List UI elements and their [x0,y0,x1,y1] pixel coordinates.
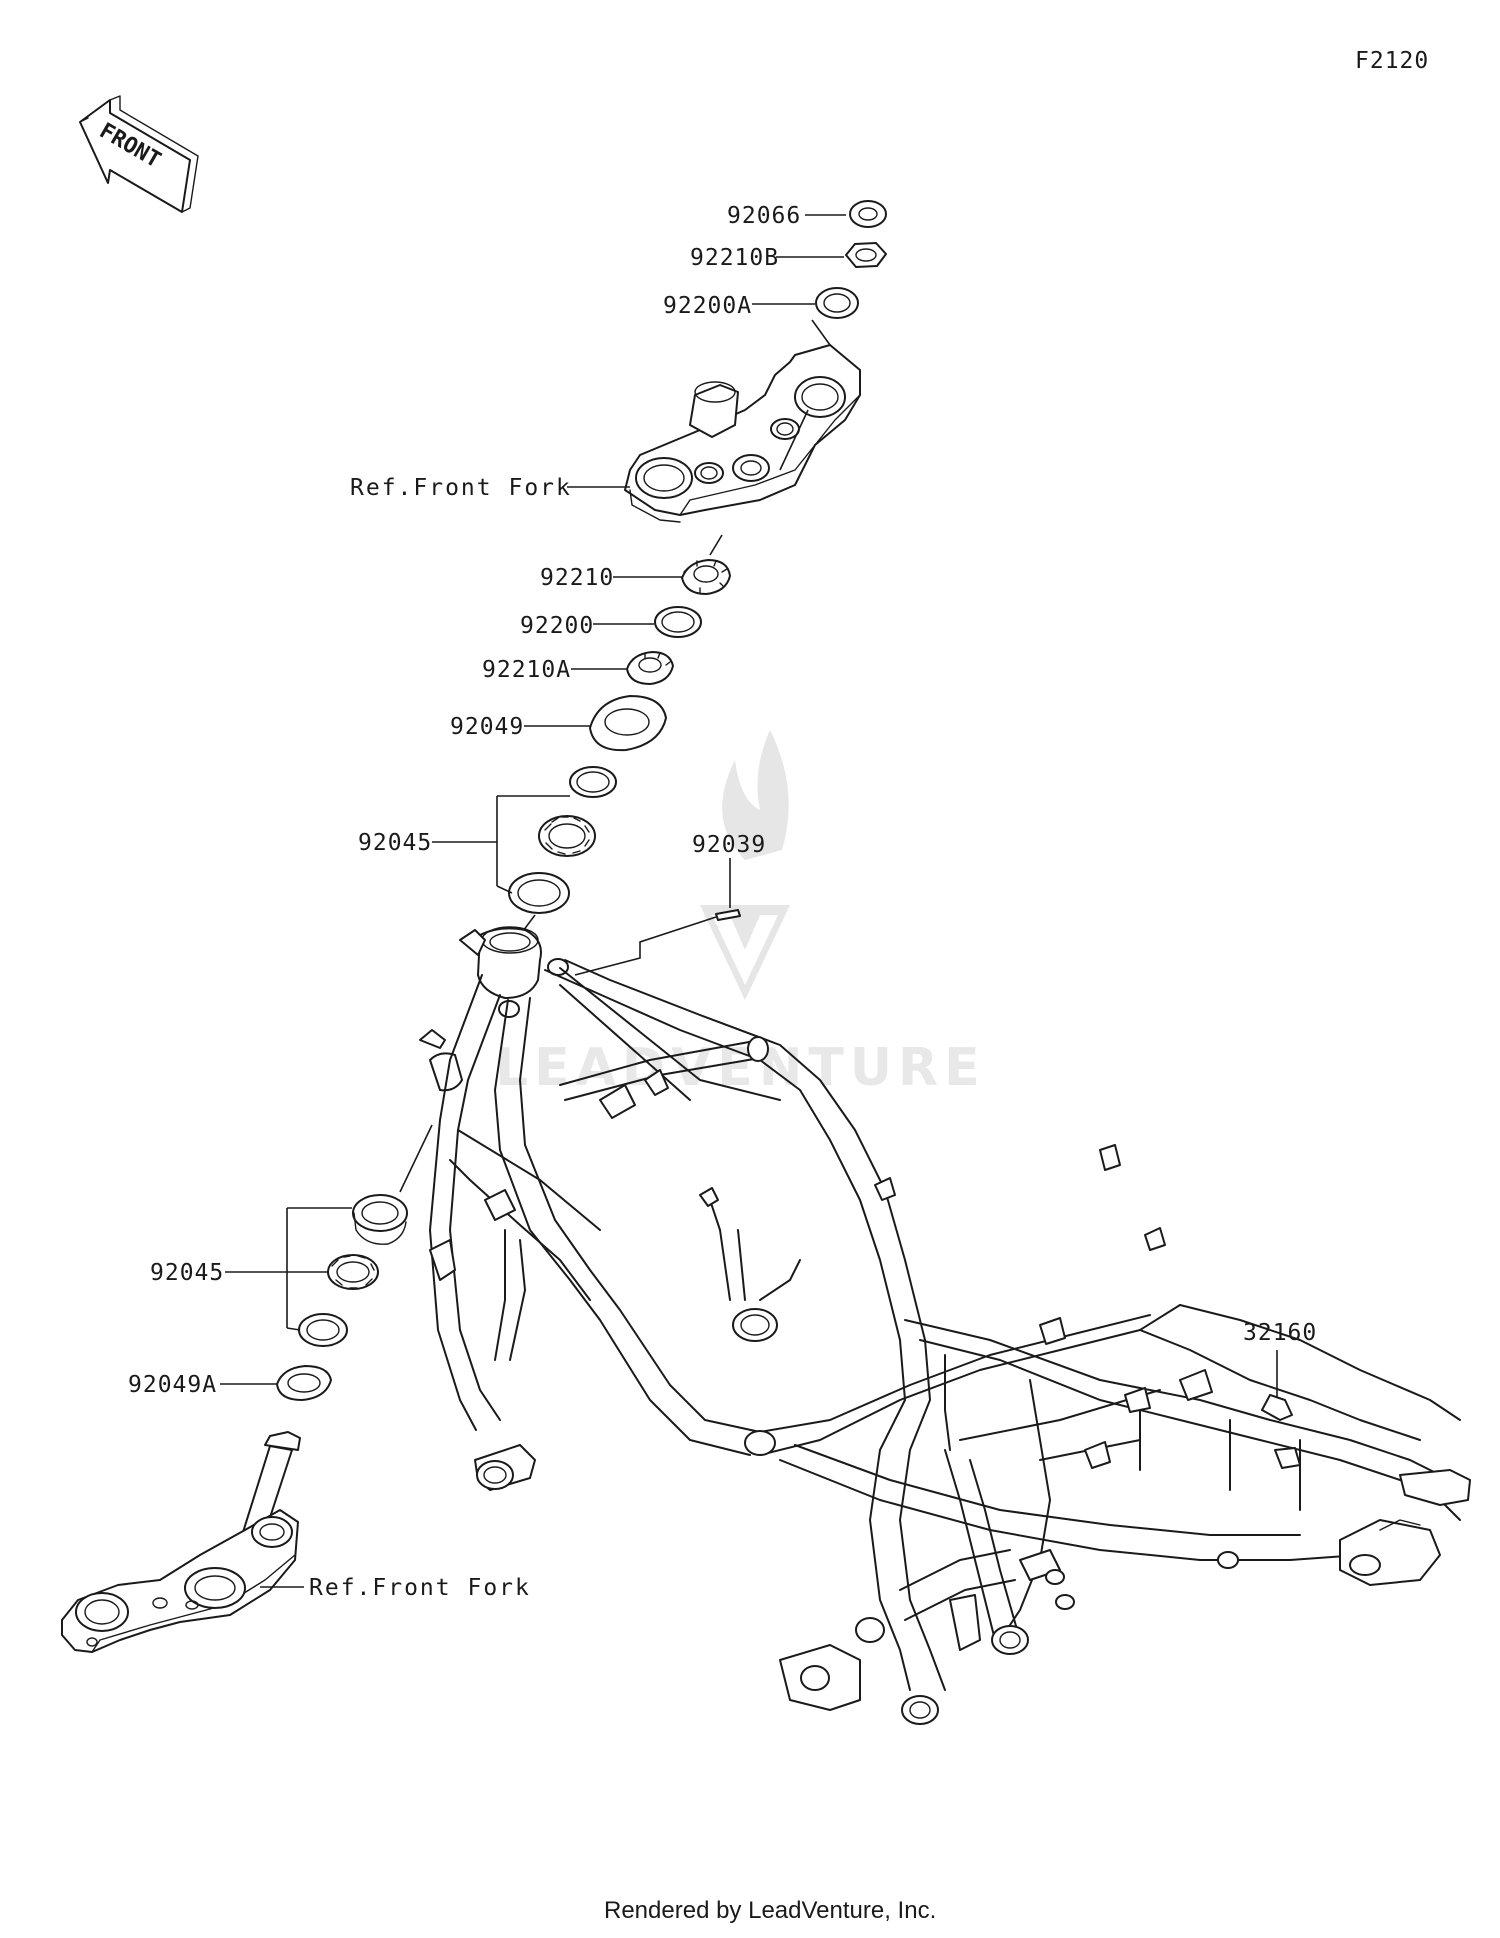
watermark-logo: LEADVENTURE [495,730,986,1098]
part-92039[interactable] [715,909,741,921]
svg-text:92049A: 92049A [128,1372,217,1398]
part-92066[interactable] [849,200,887,228]
svg-text:92200: 92200 [520,613,594,639]
label-92049A[interactable]: 92049A [128,1372,278,1398]
label-92049[interactable]: 92049 [450,714,590,740]
lower-triple-clamp[interactable] [61,1431,301,1653]
upper-triple-clamp[interactable] [624,344,861,523]
svg-text:Ref.Front Fork: Ref.Front Fork [350,475,572,501]
part-92210B[interactable] [845,242,887,268]
part-92210A[interactable] [626,651,674,685]
frame-assembly[interactable] [419,926,1471,1725]
label-92210A[interactable]: 92210A [482,657,626,683]
part-92049A[interactable] [276,1365,332,1401]
label-92200A[interactable]: 92200A [663,293,815,319]
label-92200[interactable]: 92200 [520,613,654,639]
svg-text:Ref.Front Fork: Ref.Front Fork [309,1575,531,1601]
part-92200A[interactable] [815,287,859,319]
svg-text:92210B: 92210B [690,245,779,271]
label-32160[interactable]: 32160 [1243,1320,1317,1398]
part-92200[interactable] [654,606,702,638]
part-92045-bottom[interactable] [298,1194,408,1347]
svg-text:92039: 92039 [692,832,766,858]
svg-text:92066: 92066 [727,203,801,229]
svg-text:92045: 92045 [150,1260,224,1286]
front-arrow-icon: FRONT [79,95,199,213]
label-92210B[interactable]: 92210B [690,245,844,271]
svg-text:92210: 92210 [540,565,614,591]
svg-text:92200A: 92200A [663,293,752,319]
label-92045-bottom[interactable]: 92045 [150,1260,328,1286]
svg-text:92210A: 92210A [482,657,571,683]
diagram-code: F2120 [1355,48,1429,74]
label-92066[interactable]: 92066 [727,203,846,229]
label-92039[interactable]: 92039 [692,832,766,858]
footer-credit: Rendered by LeadVenture, Inc. [604,1897,936,1924]
label-ref-front-fork-bottom[interactable]: Ref.Front Fork [260,1575,531,1601]
svg-text:92049: 92049 [450,714,524,740]
part-92045-top[interactable] [508,766,617,914]
svg-text:32160: 32160 [1243,1320,1317,1346]
label-ref-front-fork-top[interactable]: Ref.Front Fork [350,475,630,501]
watermark-text: LEADVENTURE [495,1038,986,1098]
part-92049[interactable] [589,695,667,752]
svg-text:92045: 92045 [358,830,432,856]
label-92210[interactable]: 92210 [540,565,682,591]
label-92045-top[interactable]: 92045 [358,830,497,856]
part-92210[interactable] [681,559,731,595]
